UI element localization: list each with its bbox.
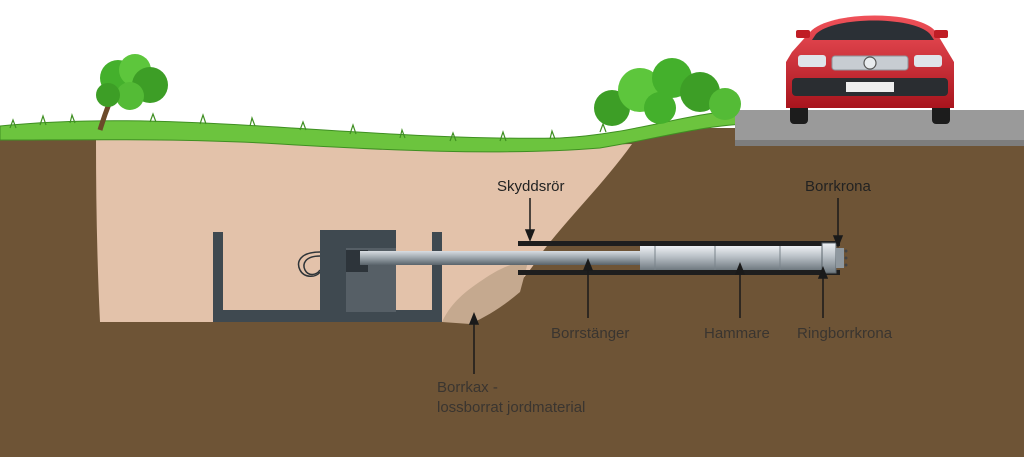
label-borrkrona: Borrkrona xyxy=(805,178,872,195)
hammer xyxy=(640,246,822,270)
protective-casing-bottom xyxy=(518,270,840,275)
borrkax-cuttings xyxy=(442,262,528,324)
road-edge xyxy=(735,140,1024,146)
ring-drill-bit xyxy=(821,242,837,274)
drill-rig-frame xyxy=(213,232,442,322)
drill-bit xyxy=(836,248,848,268)
tree-left xyxy=(96,54,168,131)
drill-motor xyxy=(320,230,396,312)
protective-casing-top xyxy=(518,241,840,246)
label-hammare: Hammare xyxy=(704,325,770,342)
label-borrkax-line1: Borrkax - xyxy=(437,379,498,396)
hydraulic-hose xyxy=(297,251,321,277)
label-skyddsror: Skyddsrör xyxy=(497,178,565,195)
drill-rods xyxy=(360,251,650,265)
label-ringborrkrona: Ringborrkrona xyxy=(797,325,893,342)
label-borrkax-line2: lossborrat jordmaterial xyxy=(437,399,585,416)
car xyxy=(786,15,954,124)
label-borrstanger: Borrstänger xyxy=(551,325,629,342)
bushes-right xyxy=(594,58,741,126)
label-arrows xyxy=(468,198,844,374)
